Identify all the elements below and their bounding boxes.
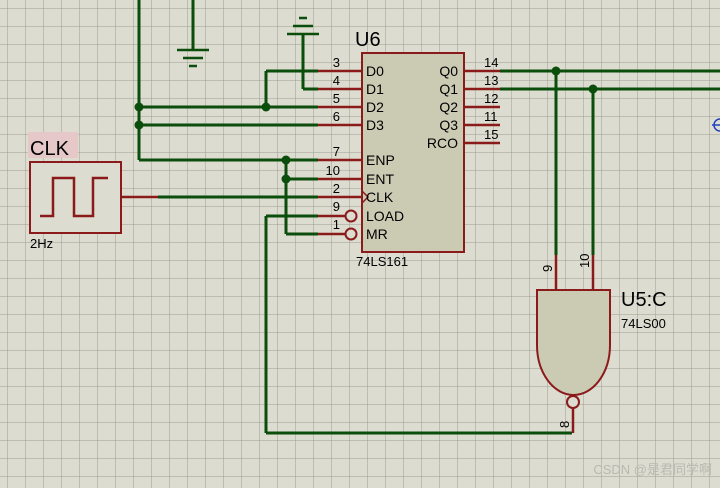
nand-gate-u5c[interactable]: 9 10 8 U5:C 74LS00 bbox=[536, 254, 667, 433]
pin-name: D3 bbox=[366, 117, 384, 133]
pin-name: Q0 bbox=[439, 63, 458, 79]
pin-number: 11 bbox=[484, 109, 498, 124]
crosshair-icon bbox=[712, 118, 720, 132]
clock-label-highlight bbox=[28, 132, 78, 158]
pin-number: 12 bbox=[484, 91, 498, 106]
junction-group bbox=[134, 66, 598, 184]
junction-dot bbox=[261, 102, 271, 112]
pin-name: Q3 bbox=[439, 117, 458, 133]
pin-number: 9 bbox=[540, 265, 555, 272]
pin-name: Q2 bbox=[439, 99, 458, 115]
ground-left-icon bbox=[177, 48, 209, 68]
clk-edge-icon bbox=[361, 190, 370, 204]
nand-invert-icon bbox=[566, 395, 580, 409]
junction-dot bbox=[134, 102, 144, 112]
pin-name: LOAD bbox=[366, 208, 404, 224]
pin-name: ENP bbox=[366, 152, 395, 168]
nand-body bbox=[536, 289, 611, 396]
ground-top-icon bbox=[287, 16, 319, 36]
pin-number: 6 bbox=[333, 109, 340, 124]
pin-name: D0 bbox=[366, 63, 384, 79]
load-invert-icon bbox=[344, 209, 358, 223]
counter-body bbox=[361, 52, 465, 253]
clock-generator[interactable]: CLK 2Hz bbox=[28, 132, 158, 251]
pin-number: 14 bbox=[484, 55, 498, 70]
pin-number: 8 bbox=[557, 421, 572, 428]
pin-name: ENT bbox=[366, 171, 394, 187]
clock-body bbox=[29, 161, 122, 234]
counter-ref-label: U6 bbox=[355, 29, 381, 51]
gate-ref-label: U5:C bbox=[621, 289, 667, 311]
junction-dot bbox=[551, 66, 561, 76]
gate-part-label: 74LS00 bbox=[621, 316, 666, 331]
pin-number: 7 bbox=[333, 144, 340, 159]
counter-left-pins bbox=[318, 69, 362, 236]
pin-number: 4 bbox=[333, 73, 340, 88]
pin-name: Q1 bbox=[439, 81, 458, 97]
counter-u6[interactable]: U6 74LS161 3 4 5 6 7 10 2 9 1 D0 D1 D2 D… bbox=[318, 29, 500, 269]
junction-dot bbox=[281, 174, 291, 184]
pin-number: 15 bbox=[484, 127, 498, 142]
counter-right-pins bbox=[464, 69, 500, 145]
pin-number: 13 bbox=[484, 73, 498, 88]
junction-dot bbox=[281, 155, 291, 165]
pin-name: D2 bbox=[366, 99, 384, 115]
pin-name: CLK bbox=[366, 189, 394, 205]
square-wave-icon bbox=[40, 176, 108, 218]
clock-ref-label: CLK bbox=[30, 138, 70, 160]
pin-name: D1 bbox=[366, 81, 384, 97]
pin-number: 2 bbox=[333, 181, 340, 196]
pin-number: 5 bbox=[333, 91, 340, 106]
wire-group bbox=[137, 0, 720, 435]
pin-name: RCO bbox=[427, 135, 458, 151]
watermark: CSDN @是君同学啊 bbox=[593, 462, 712, 477]
pin-number: 10 bbox=[577, 254, 592, 268]
junction-dot bbox=[588, 84, 598, 94]
pin-number: 1 bbox=[333, 217, 340, 232]
junction-dot bbox=[134, 120, 144, 130]
mr-invert-icon bbox=[344, 227, 358, 241]
clock-frequency-label: 2Hz bbox=[30, 236, 53, 251]
pin-number: 9 bbox=[333, 199, 340, 214]
counter-part-label: 74LS161 bbox=[356, 254, 408, 269]
pin-number: 3 bbox=[333, 55, 340, 70]
pin-number: 10 bbox=[326, 163, 340, 178]
pin-name: MR bbox=[366, 226, 388, 242]
